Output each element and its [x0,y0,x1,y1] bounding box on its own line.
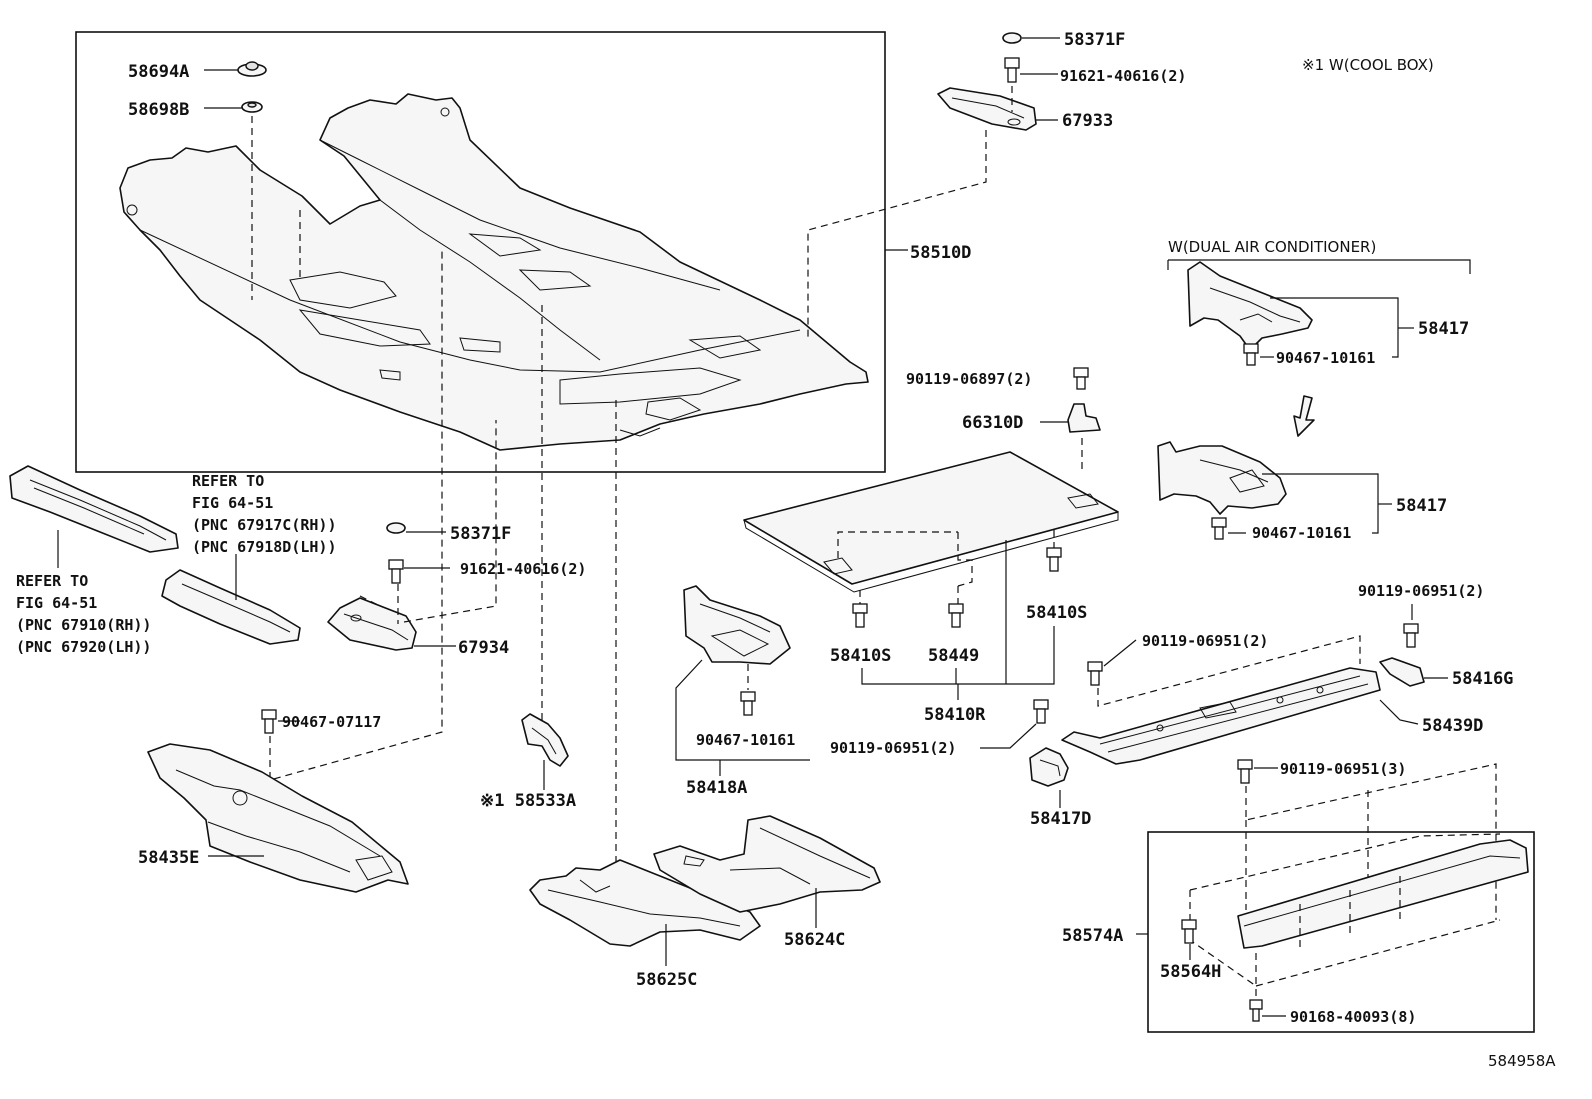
bolt-90467-c [740,691,756,716]
scuff-plate-upper [161,569,301,645]
retainer-58698B [241,101,263,113]
refer-lower-line-4: (PNC 67920(LH)) [16,638,151,656]
refer-upper-line-2: FIG 64-51 [192,494,273,512]
label-90119-06951-d: 90119-06951(3) [1280,760,1406,778]
plate-58410R [743,451,1119,593]
insulator-58625C [529,859,761,947]
refer-lower-line-2: FIG 64-51 [16,594,97,612]
bracket-58417D [1029,747,1069,787]
cover-58574A [1189,833,1529,987]
label-58574A: 58574A [1062,926,1123,946]
refer-lower-line-3: (PNC 67910(RH)) [16,616,151,634]
label-58564H: 58564H [1160,962,1221,982]
label-91621-mid: 91621-40616(2) [460,560,586,578]
label-58624C: 58624C [784,930,845,950]
refer-upper-line-3: (PNC 67917C(RH)) [192,516,337,534]
label-58510D: 58510D [910,243,971,263]
bolt-90467-07117 [261,709,277,734]
screw-90168 [1249,999,1263,1022]
refer-note-upper: REFER TO FIG 64-51 (PNC 67917C(RH)) (PNC… [192,472,337,556]
bracket-58417-b [1157,441,1287,515]
label-90467-c: 90467-10161 [696,731,795,749]
label-58698B: 58698B [128,100,189,120]
floor-carpet-58510D [119,93,869,451]
note-dual-air: W(DUAL AIR CONDITIONER) [1168,238,1376,256]
refer-upper-line-1: REFER TO [192,472,264,490]
label-58410S-a: 58410S [830,646,891,666]
clip-58694A [237,61,267,77]
arrow-icon [1293,395,1315,437]
label-90119-06897: 90119-06897(2) [906,370,1032,388]
rail-58439D [1061,667,1381,765]
diagram-id: 584958A [1488,1052,1556,1070]
bolt-90467-a [1243,343,1259,366]
label-90467-a: 90467-10161 [1276,349,1375,367]
refer-note-lower: REFER TO FIG 64-51 (PNC 67910(RH)) (PNC … [16,572,151,656]
cap-58371F-top [1002,32,1022,44]
bracket-58416G [1379,657,1425,687]
label-58694A: 58694A [128,62,189,82]
label-58410R: 58410R [924,705,986,725]
label-91621-top: 91621-40616(2) [1060,67,1186,85]
label-58435E: 58435E [138,848,199,868]
fastener-58449 [948,603,964,628]
bolt-90119-06951-a [1087,661,1103,686]
bracket-66310D [1067,403,1101,433]
clip-58564H [1181,919,1197,944]
scuff-plate-lower [9,465,179,553]
bolt-91621-mid [388,559,404,584]
refer-lower-line-1: REFER TO [16,572,88,590]
bracket-58533A [521,713,569,767]
fastener-58410S-a [852,603,868,628]
cool-box-frame [1147,831,1535,1033]
fastener-58410S-b [1046,547,1062,572]
label-58439D: 58439D [1422,716,1483,736]
pad-67934 [327,597,417,651]
bolt-90119-06951-d [1237,759,1253,784]
label-90467-07117: 90467-07117 [282,713,381,731]
cap-58371F-mid [386,522,406,534]
bolt-91621-top [1004,57,1020,83]
label-58418A: 58418A [686,778,747,798]
refer-upper-line-4: (PNC 67918D(LH)) [192,538,337,556]
label-58625C: 58625C [636,970,697,990]
label-58371F-mid: 58371F [450,524,511,544]
insulator-58435E [147,743,409,893]
label-58417-a: 58417 [1418,319,1469,339]
bolt-90119-06951-c [1033,699,1049,724]
floor-carpet-frame [75,31,886,473]
label-58410S-b: 58410S [1026,603,1087,623]
label-90119-06951-b: 90119-06951(2) [1358,582,1484,600]
label-58416G: 58416G [1452,669,1513,689]
label-58533A: ※1 58533A [480,791,576,811]
label-90467-b: 90467-10161 [1252,524,1351,542]
bracket-58418A [683,585,791,665]
label-67934: 67934 [458,638,509,658]
bolt-90467-b [1211,517,1227,540]
label-67933: 67933 [1062,111,1113,131]
pad-67933 [937,87,1037,131]
label-58417-b: 58417 [1396,496,1447,516]
label-58371F-top: 58371F [1064,30,1125,50]
insulator-58624C [653,815,881,913]
bracket-58417-a [1187,261,1313,351]
note-cool-box: ※1 W(COOL BOX) [1302,56,1434,74]
label-90119-06951-a: 90119-06951(2) [1142,632,1268,650]
label-58417D: 58417D [1030,809,1091,829]
label-58449: 58449 [928,646,979,666]
bolt-90119-06951-b [1403,623,1419,648]
label-90119-06951-c: 90119-06951(2) [830,739,956,757]
bolt-90119-06897 [1073,367,1089,390]
label-66310D: 66310D [962,413,1023,433]
label-90168: 90168-40093(8) [1290,1008,1416,1026]
